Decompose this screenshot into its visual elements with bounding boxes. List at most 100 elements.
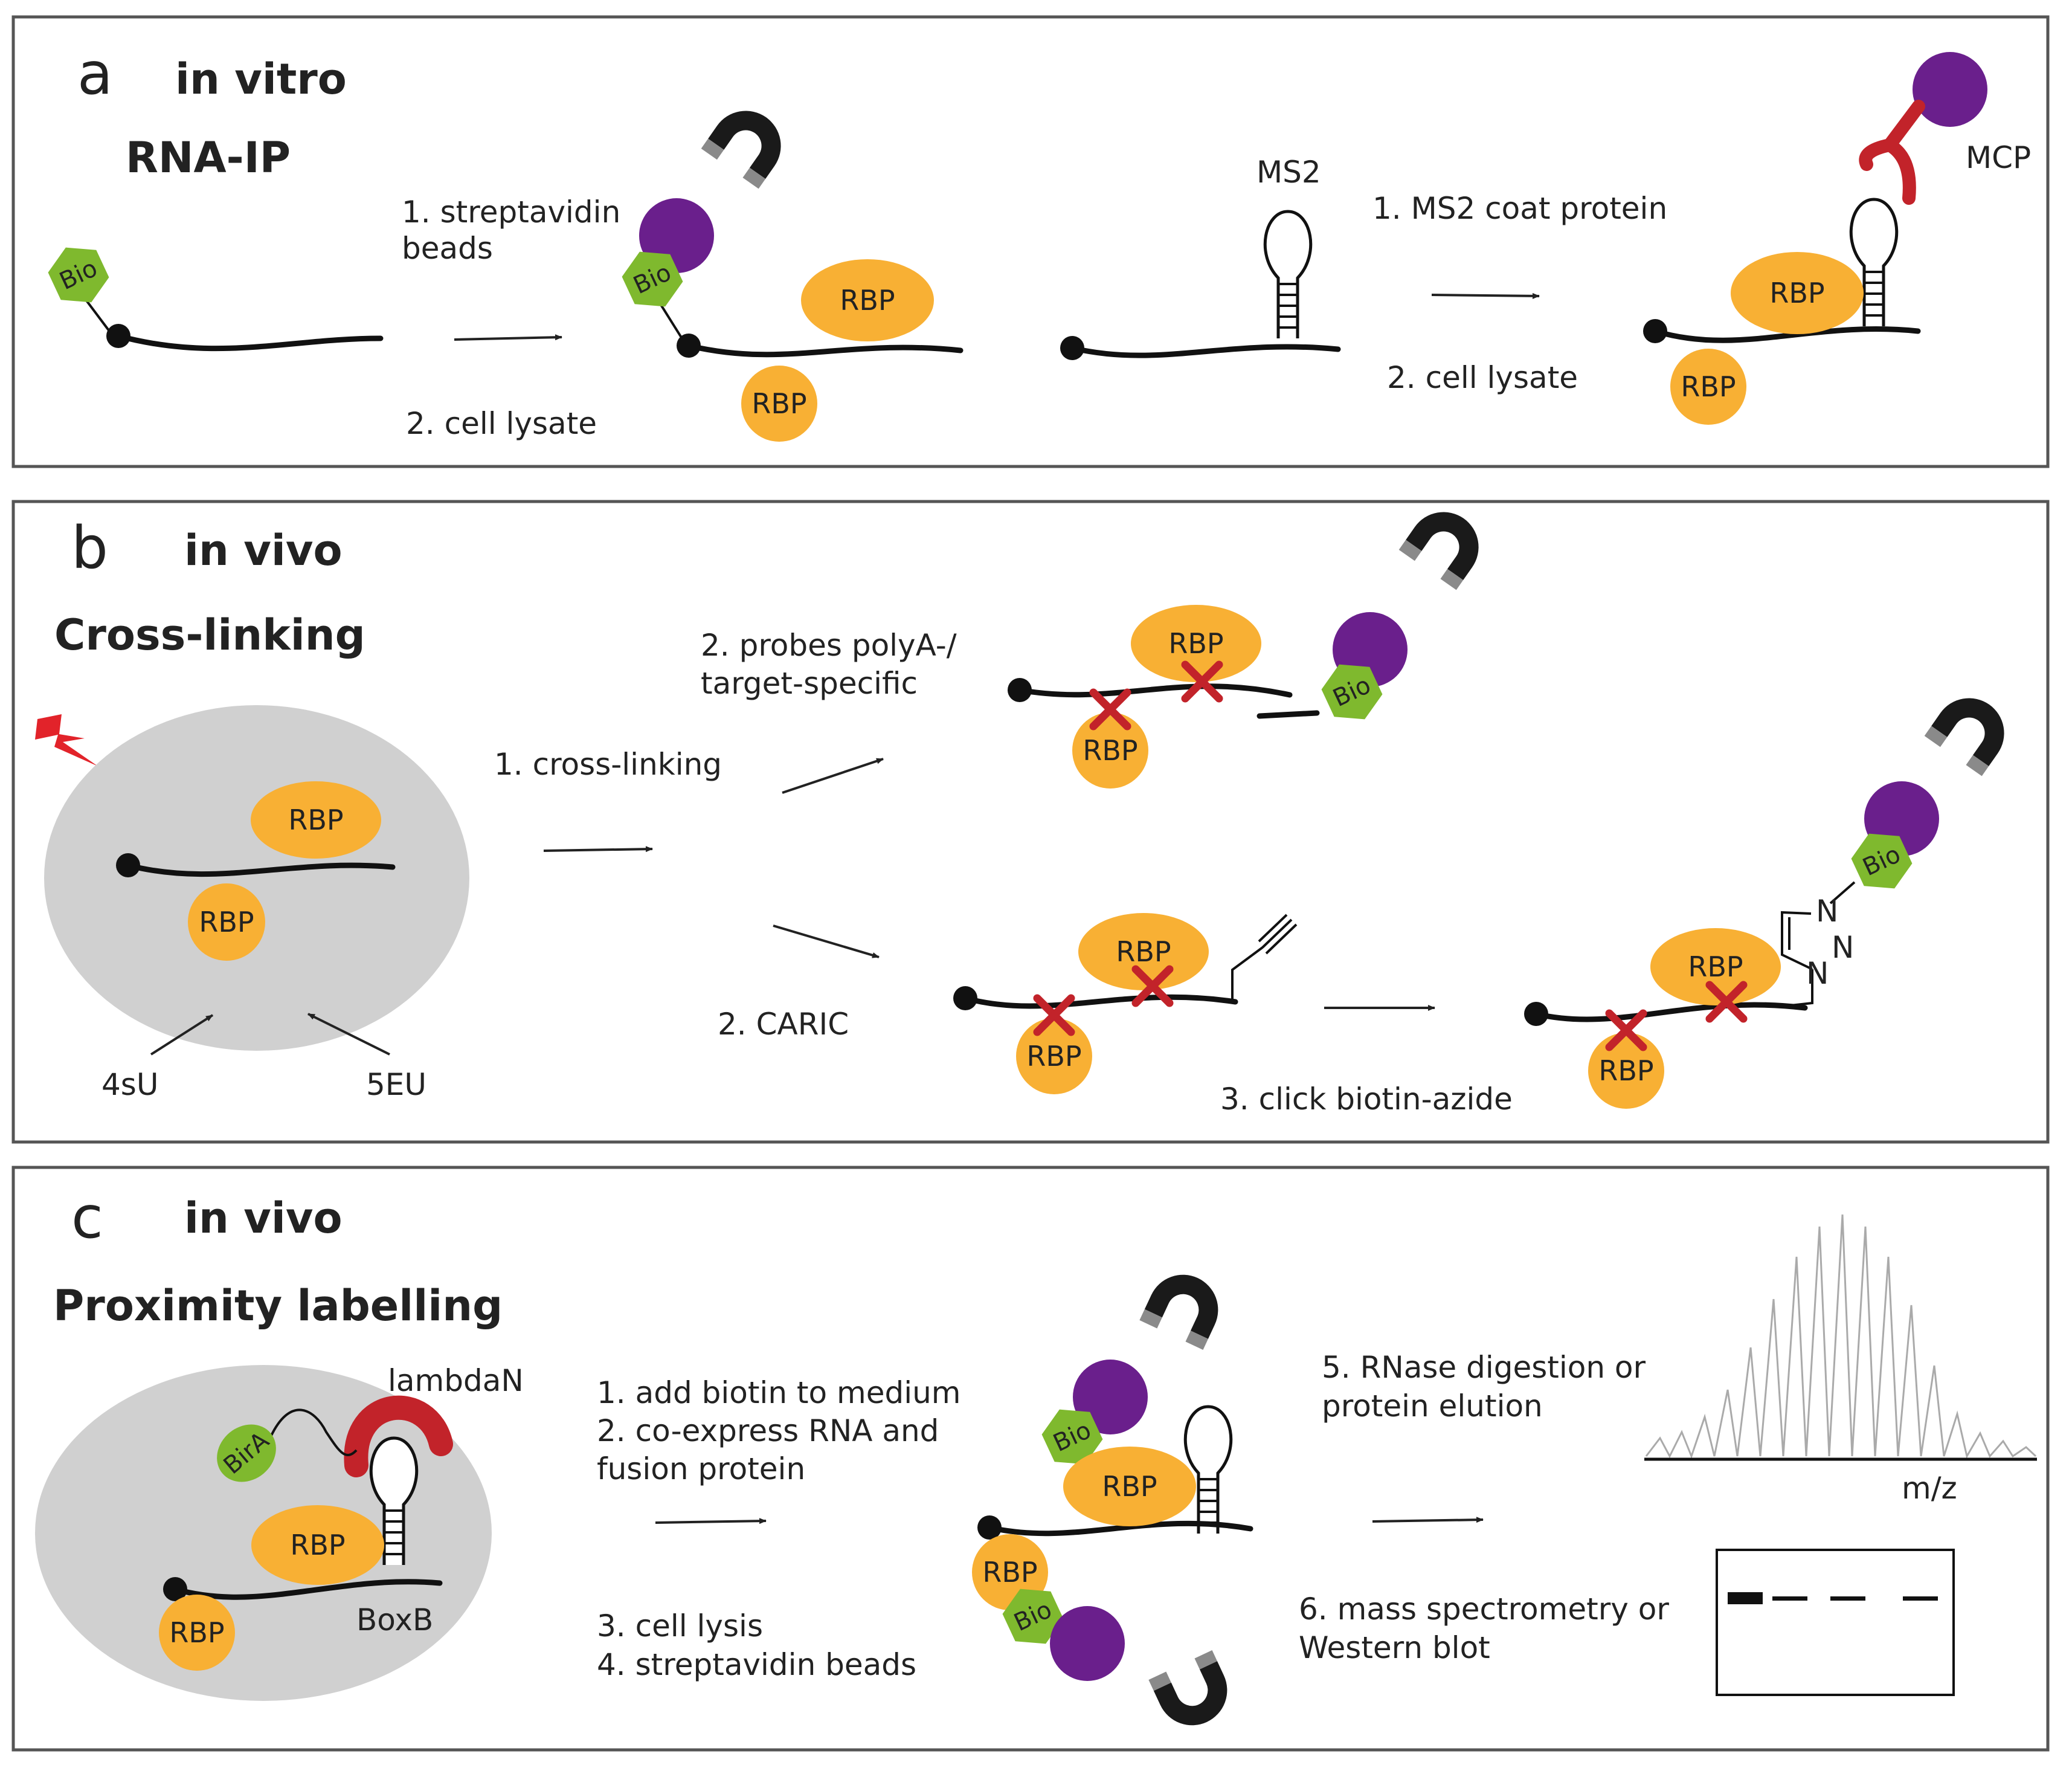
panel-b-context: in vivo: [184, 526, 343, 575]
rbp-protein: [251, 781, 381, 859]
uv-lightning-icon: [35, 714, 98, 766]
rbp-label: RBP: [199, 906, 254, 938]
rbp-protein: [1731, 252, 1864, 334]
panel-c-frame: [11, 1166, 2050, 1752]
panel-c-letter: c: [71, 1184, 103, 1251]
bio-rna-input: Bio: [41, 236, 384, 352]
rbp-label: RBP: [1688, 950, 1743, 983]
rbp-protein: [1131, 605, 1261, 682]
rbp-label: RBP: [290, 1529, 345, 1561]
mcp-bead: [1913, 52, 1987, 127]
panel-a-method: RNA-IP: [126, 133, 291, 182]
label-5eu: 5EU: [366, 1067, 426, 1102]
blot-frame: [1716, 1549, 1955, 1696]
panel-a-step1b: beads: [402, 231, 493, 266]
rnaip-complex: Bio RBP RBP: [615, 97, 964, 442]
rbp-protein: [159, 1595, 235, 1671]
arrow-b-up: [782, 758, 884, 794]
magnet-icon: [1139, 1263, 1230, 1350]
rbp-protein: [1063, 1447, 1196, 1526]
rbp-label: RBP: [751, 387, 806, 420]
caric-complex: RBP RBP: [953, 913, 1298, 1094]
rbp-protein: [1588, 1033, 1664, 1109]
triazole-n2: N: [1832, 930, 1854, 965]
panel-c-step5b: protein elution: [1322, 1389, 1543, 1424]
panel-c-step6a: 6. mass spectrometry or: [1299, 1592, 1669, 1627]
triazole-n1: N: [1816, 894, 1838, 929]
panel-c-step1: 1. add biotin to medium: [597, 1375, 961, 1410]
rbp-label: RBP: [1168, 627, 1223, 660]
panel-b-method: Cross-linking: [54, 610, 365, 660]
rbp-label: RBP: [1769, 277, 1824, 309]
panel-a-ms2-step2: 2. cell lysate: [1387, 360, 1578, 395]
panel-a-ms2-step1: 1. MS2 coat protein: [1372, 191, 1667, 226]
panel-c-step3: 3. cell lysis: [597, 1608, 763, 1644]
panel-c-step2a: 2. co-express RNA and: [597, 1413, 939, 1448]
panel-a-step2: 2. cell lysate: [406, 406, 597, 441]
arrow-5eu: [307, 1013, 390, 1056]
panel-c-step2b: fusion protein: [597, 1451, 805, 1486]
rbp-protein: [1016, 1018, 1092, 1094]
arrow-c1: [655, 1518, 767, 1524]
mz-label: m/z: [1902, 1471, 1957, 1506]
probes-complex: Bio RBP RBP: [1008, 498, 1493, 789]
rbp-protein: [1650, 928, 1781, 1005]
bira-protein: [217, 1424, 276, 1482]
panel-a-step1: 1. streptavidin: [402, 195, 620, 230]
panel-b-frame: [11, 500, 2050, 1144]
rbp-protein: [188, 883, 265, 961]
triazole-n3: N: [1806, 956, 1829, 991]
blot-band: [1772, 1596, 1807, 1601]
panel-c-step5a: 5. RNase digestion or: [1322, 1350, 1646, 1385]
magnet-icon: [1924, 684, 2018, 776]
panel-a-frame: [11, 15, 2050, 468]
arrow-a2: [1431, 292, 1540, 299]
rbp-label: RBP: [169, 1616, 224, 1649]
streptavidin-bead: [1050, 1606, 1125, 1681]
triazole-ring: [1781, 881, 1856, 1007]
mass-spectrum: m/z: [1644, 1214, 2037, 1506]
panel-a-context: in vitro: [175, 54, 347, 104]
rbp-protein: [801, 259, 934, 341]
rbp-label: RBP: [288, 804, 343, 836]
mcp-label: MCP: [1966, 140, 2031, 175]
blot-band: [1728, 1592, 1763, 1604]
caric-label: 2. CARIC: [718, 1007, 849, 1042]
cell-body: [44, 705, 469, 1051]
rbp-label: RBP: [1026, 1040, 1081, 1073]
magnet-icon: [701, 97, 795, 189]
rbp-label: RBP: [1681, 370, 1736, 403]
cell-c: BirA lambdaN RBP RBP BoxB: [35, 1363, 524, 1701]
mcp-protein: [1859, 100, 1925, 205]
rbp-protein: [1072, 712, 1148, 789]
panel-b: b in vivo Cross-linking RBP RBP 4sU 5EU …: [11, 498, 2050, 1144]
panel-a-letter: a: [77, 40, 113, 108]
alkyne-group: [1231, 914, 1298, 1002]
ms2-label: MS2: [1256, 155, 1321, 190]
panel-c-step6b: Western blot: [1299, 1630, 1490, 1665]
ms2-complex: MCP RBP RBP: [1643, 52, 2031, 425]
rbp-protein: [251, 1505, 384, 1585]
spectrum-trace: [1645, 1214, 2037, 1459]
blot-band: [1903, 1596, 1938, 1601]
rbp-label: RBP: [1598, 1054, 1653, 1087]
ms2-rna-input: MS2: [1060, 155, 1341, 360]
rbp-label: RBP: [1116, 935, 1171, 968]
panel-b-letter: b: [71, 514, 108, 582]
rbp-protein: [741, 366, 817, 442]
rbp-label: RBP: [840, 284, 895, 317]
arrow-b-main: [543, 846, 653, 853]
panel-b-step1: 1. cross-linking: [494, 747, 722, 782]
probe-strand: [1256, 710, 1320, 719]
panel-c-method: Proximity labelling: [53, 1281, 503, 1331]
proximity-complex: Bio RBP RBP Bio: [972, 1263, 1253, 1737]
rbp-label: RBP: [982, 1556, 1037, 1589]
arrow-4su: [150, 1014, 214, 1056]
probes-label-2: target-specific: [701, 666, 918, 701]
arrow-a1: [454, 334, 562, 341]
panel-a: a in vitro RNA-IP Bio 1. streptavidin be…: [11, 15, 2050, 468]
cell-b: RBP RBP: [44, 705, 469, 1051]
lambdan-label: lambdaN: [388, 1363, 524, 1398]
magnet-icon: [1148, 1650, 1239, 1737]
